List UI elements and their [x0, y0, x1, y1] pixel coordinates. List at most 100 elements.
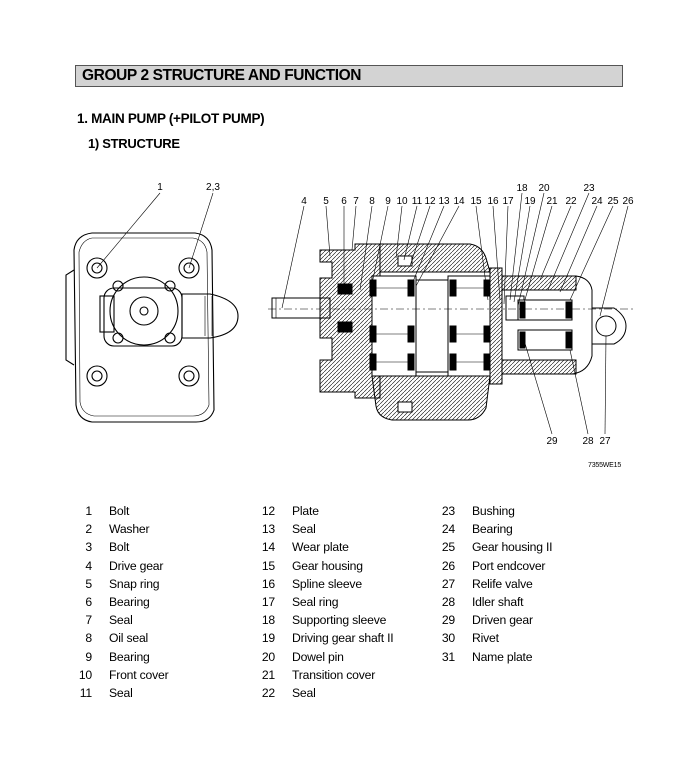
callout: 7: [353, 196, 359, 207]
callout: 18: [516, 183, 528, 194]
part-name: Transition cover: [292, 667, 376, 682]
part-number: 21: [261, 667, 275, 682]
callout: 12: [424, 196, 436, 207]
list-item: 9 Bearing: [70, 648, 168, 666]
part-name: Port endcover: [472, 558, 546, 573]
callout: 21: [546, 196, 558, 207]
part-number: 1: [85, 504, 92, 518]
part-name: Idler shaft: [472, 594, 524, 609]
list-item: 4 Drive gear: [70, 557, 168, 575]
part-name: Bearing: [472, 522, 513, 537]
callout: 25: [607, 196, 619, 207]
part-number: 4: [85, 558, 92, 573]
part-number: 2: [85, 522, 92, 537]
callout: 11: [412, 196, 423, 207]
part-number: 13: [261, 522, 275, 537]
callout: 26: [622, 196, 634, 207]
callout: 10: [396, 196, 408, 207]
callout-2-3: 2,3: [206, 182, 220, 193]
callout: 4: [301, 196, 307, 207]
part-name: Rivet: [472, 631, 499, 646]
part-number: 8: [85, 631, 92, 646]
pump-cross-section: [268, 243, 636, 421]
part-name: Drive gear: [109, 558, 164, 573]
callout: 16: [487, 196, 499, 207]
pump-end-view: [65, 232, 239, 423]
part-name: Seal: [109, 685, 133, 700]
callout: 24: [591, 196, 603, 207]
callout: 20: [538, 183, 550, 194]
list-item: 30 Rivet: [433, 629, 552, 647]
part-name: Front cover: [109, 667, 169, 682]
callout: 19: [524, 196, 536, 207]
callout: 5: [323, 196, 329, 207]
callout: 17: [502, 196, 514, 207]
part-name: Washer: [109, 522, 150, 537]
group-title: GROUP 2 STRUCTURE AND FUNCTION: [82, 67, 362, 84]
list-item: 2 Washer: [70, 520, 168, 538]
callout: 23: [583, 183, 595, 194]
part-name: Bearing: [109, 649, 150, 664]
section-title: 1. MAIN PUMP (+PILOT PUMP): [77, 111, 265, 126]
part-name: Seal ring: [292, 594, 339, 609]
part-name: Bolt: [109, 540, 130, 555]
part-number: 25: [441, 540, 455, 555]
part-name: Driven gear: [472, 613, 533, 628]
part-name: Seal: [292, 685, 316, 700]
part-name: Seal: [292, 522, 316, 537]
part-number: 18: [261, 613, 275, 628]
group-title-bar: GROUP 2 STRUCTURE AND FUNCTION: [75, 65, 623, 87]
list-item: 20 Dowel pin: [253, 648, 393, 666]
callout: 8: [369, 196, 375, 207]
part-name: Spline sleeve: [292, 576, 362, 591]
part-number: 30: [441, 631, 455, 646]
part-number: 11: [79, 685, 92, 700]
part-number: 7: [85, 613, 92, 628]
callout: 29: [546, 436, 558, 447]
part-name: Wear plate: [292, 540, 349, 555]
part-name: Gear housing II: [472, 540, 553, 555]
list-item: 24 Bearing: [433, 520, 552, 538]
list-item: 5 Snap ring: [70, 575, 168, 593]
part-name: Bolt: [109, 504, 130, 518]
part-name: Bushing: [472, 504, 515, 518]
part-number: 5: [85, 576, 92, 591]
callout: 22: [565, 196, 577, 207]
part-name: Dowel pin: [292, 649, 344, 664]
part-number: 28: [441, 594, 455, 609]
drawing-code: 7355WE15: [588, 462, 622, 469]
list-item: 27 Relife valve: [433, 575, 552, 593]
callout: 14: [453, 196, 465, 207]
part-name: Bearing: [109, 594, 150, 609]
part-number: 10: [78, 667, 92, 682]
part-number: 24: [441, 522, 455, 537]
callout: 27: [599, 436, 611, 447]
part-number: 27: [441, 576, 455, 591]
list-item: 26 Port endcover: [433, 557, 552, 575]
callout: 13: [438, 196, 450, 207]
part-number: 9: [85, 649, 92, 664]
leader-lines: [96, 192, 629, 435]
part-number: 31: [441, 649, 455, 664]
part-name: Relife valve: [472, 576, 533, 591]
part-number: 20: [261, 649, 275, 664]
part-number: 26: [441, 558, 455, 573]
part-number: 12: [261, 504, 275, 518]
list-item: 11 Seal: [70, 684, 168, 702]
part-name: Driving gear shaft II: [292, 631, 394, 646]
part-name: Snap ring: [109, 576, 160, 591]
